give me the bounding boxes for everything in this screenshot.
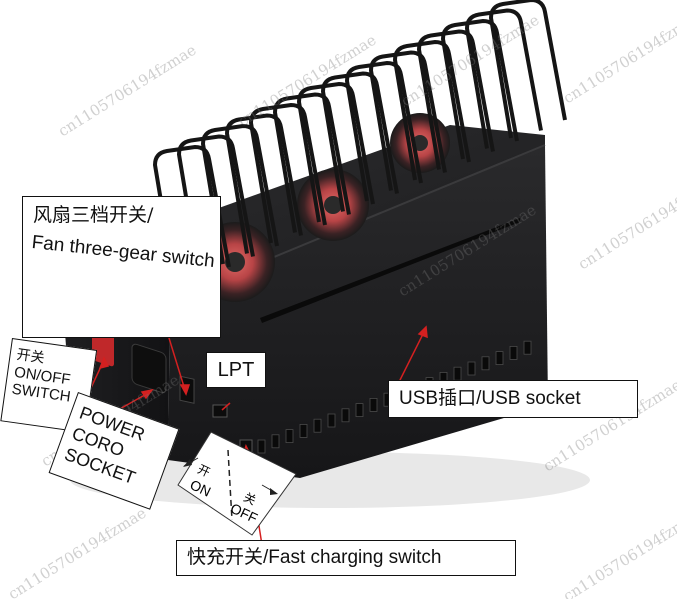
usb-port xyxy=(495,351,504,366)
arrow-right-icon xyxy=(270,488,278,495)
usb-port xyxy=(327,413,336,428)
usb-port xyxy=(355,403,364,418)
usb-port xyxy=(271,434,280,449)
usb-port xyxy=(341,408,350,423)
fan-icon xyxy=(297,169,369,241)
usb-port xyxy=(313,418,322,433)
usb-port xyxy=(523,340,532,355)
usb-port xyxy=(257,439,266,454)
usb-port xyxy=(299,423,308,438)
rack-divider xyxy=(488,0,567,139)
fast-charging-callout: 快充开关/Fast charging switch xyxy=(176,540,516,576)
usb-port xyxy=(467,361,476,376)
fan-switch-label-cn: 风扇三档开关/ xyxy=(33,204,154,226)
arrow-left-icon xyxy=(183,459,192,467)
usb-port xyxy=(509,345,518,360)
rocker-switch xyxy=(92,328,114,367)
on-off-direction-inset xyxy=(177,431,297,536)
usb-port xyxy=(285,429,294,444)
lpt-callout: LPT xyxy=(206,352,266,388)
fan-switch-label-en: Fan three-gear switch xyxy=(30,231,216,273)
usb-port xyxy=(369,397,378,412)
usb-port xyxy=(453,366,462,381)
device-rack xyxy=(152,0,567,286)
power-socket xyxy=(131,343,167,394)
usb-port xyxy=(481,356,490,371)
fan-switch-callout: 风扇三档开关/ Fan three-gear switch xyxy=(22,196,221,338)
usb-socket-callout: USB插口/USB socket xyxy=(388,380,638,418)
usb-ports xyxy=(257,340,532,454)
